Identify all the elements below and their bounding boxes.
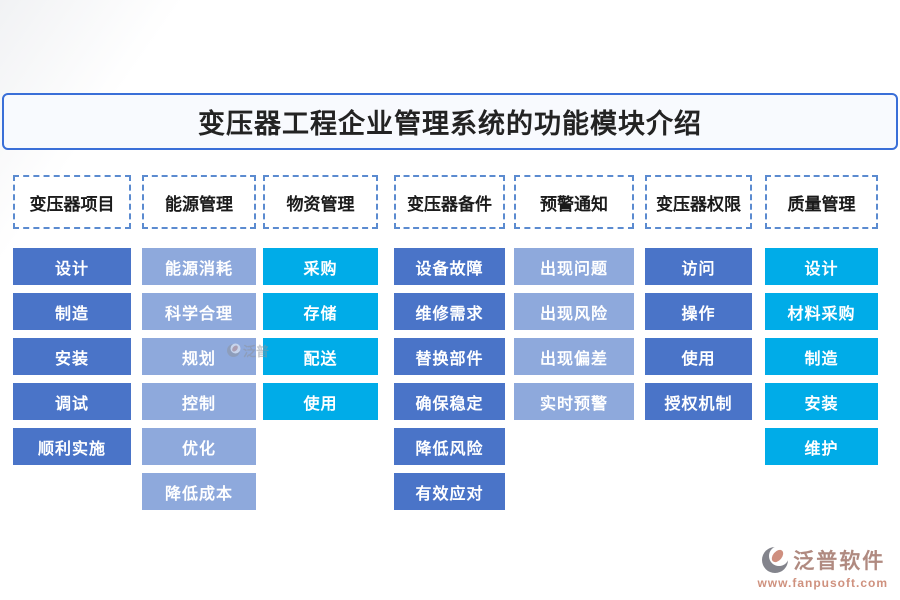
brand-url: www.fanpusoft.com bbox=[757, 576, 888, 590]
module-node: 使用 bbox=[645, 338, 752, 375]
module-node: 存储 bbox=[263, 293, 378, 330]
column-header: 物资管理 bbox=[263, 175, 378, 229]
module-node: 出现问题 bbox=[514, 248, 634, 285]
page-title: 变压器工程企业管理系统的功能模块介绍 bbox=[2, 93, 898, 150]
module-column-5: 预警通知出现问题出现风险出现偏差实时预警 bbox=[514, 175, 634, 428]
module-node: 操作 bbox=[645, 293, 752, 330]
brand-name: 泛普软件 bbox=[793, 550, 886, 573]
module-node: 制造 bbox=[13, 293, 131, 330]
module-node: 采购 bbox=[263, 248, 378, 285]
module-column-7: 质量管理设计材料采购制造安装维护 bbox=[765, 175, 878, 473]
module-node: 确保稳定 bbox=[394, 383, 505, 420]
module-node: 规划 bbox=[142, 338, 256, 375]
module-column-3: 物资管理采购存储配送使用 bbox=[263, 175, 378, 428]
module-node: 访问 bbox=[645, 248, 752, 285]
module-column-2: 能源管理能源消耗科学合理规划控制优化降低成本 bbox=[142, 175, 256, 518]
module-node: 科学合理 bbox=[142, 293, 256, 330]
module-node: 制造 bbox=[765, 338, 878, 375]
module-node: 能源消耗 bbox=[142, 248, 256, 285]
module-node: 设计 bbox=[765, 248, 878, 285]
module-node: 设计 bbox=[13, 248, 131, 285]
fanpu-logo-icon bbox=[762, 546, 790, 573]
module-node: 出现风险 bbox=[514, 293, 634, 330]
module-column-6: 变压器权限访问操作使用授权机制 bbox=[645, 175, 752, 428]
column-header: 预警通知 bbox=[514, 175, 634, 229]
column-header: 质量管理 bbox=[765, 175, 878, 229]
module-node: 授权机制 bbox=[645, 383, 752, 420]
module-node: 调试 bbox=[13, 383, 131, 420]
module-node: 安装 bbox=[13, 338, 131, 375]
module-node: 实时预警 bbox=[514, 383, 634, 420]
column-header: 变压器项目 bbox=[13, 175, 131, 229]
module-node: 配送 bbox=[263, 338, 378, 375]
module-node: 降低风险 bbox=[394, 428, 505, 465]
module-node: 出现偏差 bbox=[514, 338, 634, 375]
module-node: 维护 bbox=[765, 428, 878, 465]
column-header: 能源管理 bbox=[142, 175, 256, 229]
module-node: 有效应对 bbox=[394, 473, 505, 510]
column-header: 变压器权限 bbox=[645, 175, 752, 229]
module-node: 维修需求 bbox=[394, 293, 505, 330]
module-node: 使用 bbox=[263, 383, 378, 420]
module-node: 顺利实施 bbox=[13, 428, 131, 465]
module-column-4: 变压器备件设备故障维修需求替换部件确保稳定降低风险有效应对 bbox=[394, 175, 505, 518]
module-node: 优化 bbox=[142, 428, 256, 465]
column-header: 变压器备件 bbox=[394, 175, 505, 229]
brand-footer: 泛普软件 www.fanpusoft.com bbox=[757, 545, 888, 590]
module-node: 设备故障 bbox=[394, 248, 505, 285]
module-column-1: 变压器项目设计制造安装调试顺利实施 bbox=[13, 175, 131, 473]
module-node: 材料采购 bbox=[765, 293, 878, 330]
module-node: 降低成本 bbox=[142, 473, 256, 510]
module-node: 安装 bbox=[765, 383, 878, 420]
module-node: 替换部件 bbox=[394, 338, 505, 375]
module-node: 控制 bbox=[142, 383, 256, 420]
